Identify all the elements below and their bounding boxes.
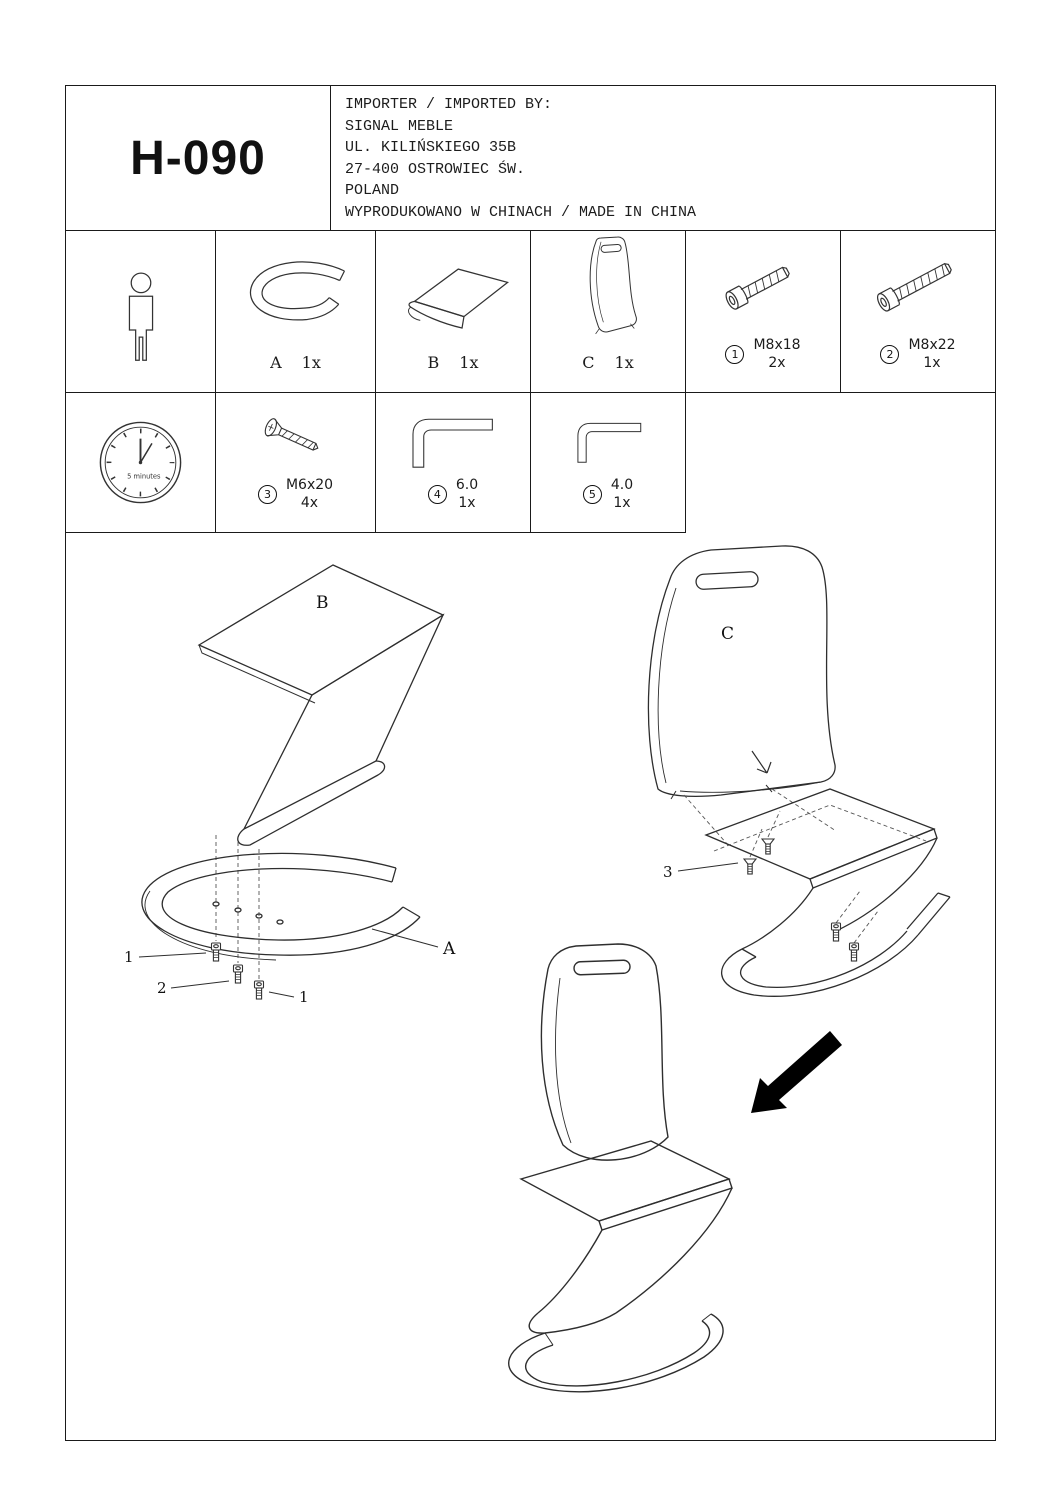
assembled-chair-drawing [508, 943, 733, 1393]
importer-country: POLAND [345, 182, 400, 199]
screw-m8x18-cell: 1 M8x18 2x [686, 231, 841, 393]
part-b-drawing [407, 268, 509, 329]
allen-key-4-label: 5 4.0 1x [582, 476, 634, 512]
part-b-letter: B [427, 353, 440, 372]
person-icon [128, 272, 153, 361]
allen-key-icon [411, 418, 493, 468]
part-b-label: B 1x [428, 353, 479, 372]
instruction-sheet: H-090 IMPORTER / IMPORTED BY: SIGNAL MEB… [65, 85, 996, 1441]
part-a-drawing [249, 261, 345, 321]
tool-4-number-badge: 4 [427, 484, 447, 504]
allen-key-6-cell: 4 6.0 1x [376, 393, 531, 533]
part-c-drawing [589, 236, 637, 335]
allen-key-4-cell: 5 4.0 1x [531, 393, 686, 533]
clock-icon: 5 minutes [99, 421, 182, 504]
part-a-qty: 1x [301, 353, 321, 372]
label-part-b: B [316, 593, 329, 613]
callout-screw-2: 2 [157, 979, 167, 997]
part-a-cell: A 1x [216, 231, 376, 393]
model-number: H-090 [130, 131, 266, 185]
screw-m8x18-label: 1 M8x18 2x [725, 336, 801, 372]
screw-m8x22-label: 2 M8x22 1x [880, 336, 956, 372]
cap-screw-icon [725, 266, 790, 310]
screw-m8x18-qty: 2x [768, 355, 786, 371]
allen-key-icon [576, 422, 641, 463]
backrest-attach-diagram [647, 545, 951, 997]
importer-company: SIGNAL MEBLE [345, 117, 454, 135]
importer-street: UL. KILIŃSKIEGO 35B [345, 139, 517, 156]
screw-m6x20-size: M6x20 [285, 477, 334, 493]
callout-screw-3: 3 [663, 863, 673, 881]
flat-screw-icon [264, 418, 318, 451]
screw-m6x20-qty: 4x [300, 495, 319, 511]
model-header-cell: H-090 [66, 86, 331, 231]
assembly-time-text: 5 minutes [127, 473, 161, 481]
allen-key-4-size: 4.0 [610, 477, 634, 493]
importer-title: IMPORTER / IMPORTED BY: [345, 96, 553, 113]
assembly-diagrams: B A 1 2 1 [124, 545, 951, 1393]
label-part-a: A [442, 939, 456, 959]
part-c-label: C 1x [582, 353, 633, 372]
allen-key-6-label: 4 6.0 1x [427, 476, 479, 512]
person-cell [66, 231, 216, 393]
tool-5-number-badge: 5 [582, 484, 602, 504]
direction-arrow [751, 1031, 842, 1113]
callout-screw-1a: 1 [124, 948, 134, 966]
part-a-label: A 1x [270, 353, 321, 372]
label-part-c: C [721, 624, 734, 644]
importer-city: 27-400 OSTROWIEC ŚW. [345, 160, 526, 178]
screw-m8x22-size: M8x22 [908, 337, 956, 353]
part-a-letter: A [270, 353, 282, 372]
part-c-letter: C [582, 353, 595, 372]
screw-m6x20-label: 3 M6x20 4x [257, 476, 334, 512]
allen-key-6-size: 6.0 [455, 477, 479, 493]
importer-info-cell: IMPORTER / IMPORTED BY: SIGNAL MEBLE UL.… [331, 86, 995, 231]
cap-screw-icon [876, 262, 952, 312]
screw-m6x20-cell: 3 M6x20 4x [216, 393, 376, 533]
part-b-cell: B 1x [376, 231, 531, 393]
exploded-seat-base-diagram [138, 564, 445, 1000]
screw-2-number-badge: 2 [880, 344, 900, 364]
part-b-qty: 1x [459, 353, 479, 372]
part-c-qty: 1x [614, 353, 634, 372]
allen-key-6-qty: 1x [458, 495, 476, 511]
screw-3-number-badge: 3 [257, 484, 277, 504]
screw-1-number-badge: 1 [725, 344, 745, 364]
screw-m8x22-cell: 2 M8x22 1x [841, 231, 995, 393]
callout-screw-1b: 1 [299, 988, 309, 1006]
made-in-line: WYPRODUKOWANO W CHINACH / MADE IN CHINA [345, 203, 697, 221]
part-c-cell: C 1x [531, 231, 686, 393]
allen-key-4-qty: 1x [613, 495, 631, 511]
time-cell: 5 minutes [66, 393, 216, 533]
screw-m8x18-size: M8x18 [753, 337, 801, 353]
screw-m8x22-qty: 1x [923, 355, 941, 371]
